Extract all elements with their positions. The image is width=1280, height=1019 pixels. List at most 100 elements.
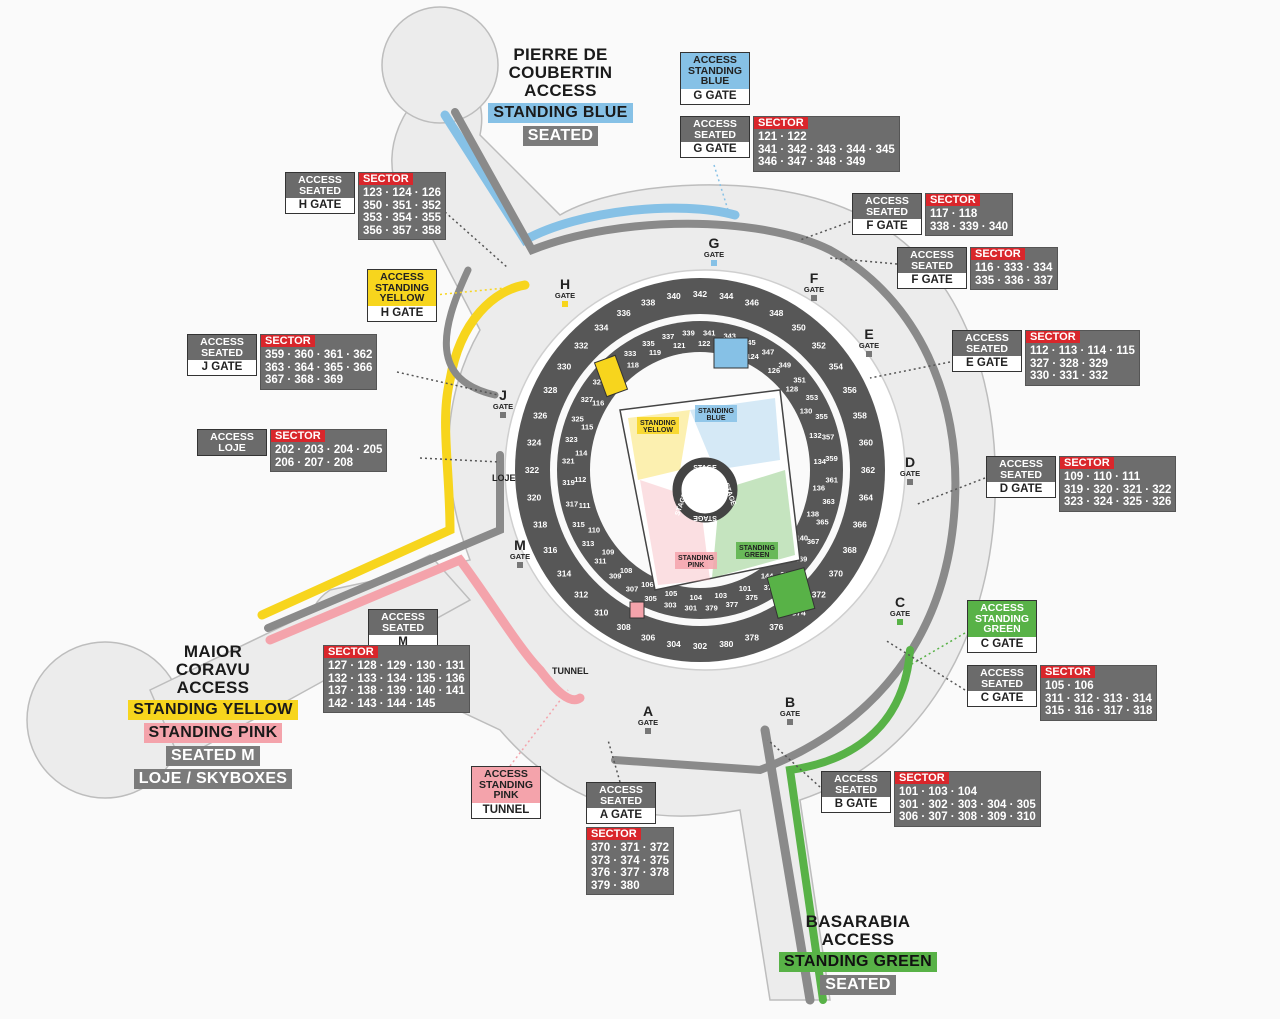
sector-375[interactable]: 375 [745, 593, 758, 602]
sector-366[interactable]: 366 [853, 519, 867, 529]
sector-325[interactable]: 325 [571, 414, 584, 423]
sector-346[interactable]: 346 [745, 298, 759, 308]
sector-101[interactable]: 101 [739, 584, 752, 593]
sector-370[interactable]: 370 [829, 569, 843, 579]
sector-361[interactable]: 361 [825, 476, 838, 485]
sector-342[interactable]: 342 [693, 289, 707, 299]
sector-119[interactable]: 119 [649, 348, 661, 357]
sector-343[interactable]: 343 [723, 332, 736, 341]
sector-363[interactable]: 363 [822, 497, 835, 506]
sector-310[interactable]: 310 [594, 607, 608, 617]
sector-309[interactable]: 309 [609, 572, 622, 581]
sector-334[interactable]: 334 [594, 323, 608, 333]
sector-335[interactable]: 335 [642, 339, 655, 348]
sector-355[interactable]: 355 [815, 412, 828, 421]
sector-323[interactable]: 323 [565, 435, 578, 444]
sector-319[interactable]: 319 [562, 478, 575, 487]
sector-112[interactable]: 112 [574, 475, 586, 484]
sector-369[interactable]: 369 [795, 555, 808, 564]
sector-365[interactable]: 365 [816, 518, 829, 527]
sector-118[interactable]: 118 [627, 361, 639, 370]
sector-136[interactable]: 136 [813, 484, 826, 493]
sector-338[interactable]: 338 [641, 298, 655, 308]
sector-311[interactable]: 311 [594, 557, 606, 566]
sector-320[interactable]: 320 [527, 493, 541, 503]
sector-318[interactable]: 318 [533, 519, 547, 529]
sector-116[interactable]: 116 [592, 399, 604, 408]
sector-109[interactable]: 109 [602, 548, 615, 557]
sector-360[interactable]: 360 [859, 438, 873, 448]
sector-322[interactable]: 322 [525, 465, 539, 475]
gate-letter-a[interactable]: A [643, 703, 653, 719]
gate-letter-d[interactable]: D [905, 454, 915, 470]
sector-345[interactable]: 345 [743, 338, 756, 347]
sector-144[interactable]: 144 [761, 571, 774, 580]
sector-140[interactable]: 140 [796, 533, 809, 542]
sector-317[interactable]: 317 [566, 499, 579, 508]
sector-364[interactable]: 364 [859, 493, 873, 503]
sector-353[interactable]: 353 [806, 393, 819, 402]
sector-356[interactable]: 356 [843, 385, 857, 395]
sector-344[interactable]: 344 [719, 291, 733, 301]
sector-362[interactable]: 362 [861, 465, 875, 475]
sector-379[interactable]: 379 [705, 604, 718, 613]
sector-105[interactable]: 105 [665, 589, 678, 598]
sector-306[interactable]: 306 [641, 632, 655, 642]
sector-330[interactable]: 330 [557, 362, 571, 372]
sector-324[interactable]: 324 [527, 438, 541, 448]
gate-letter-b[interactable]: B [785, 694, 795, 710]
sector-121[interactable]: 121 [673, 341, 686, 350]
sector-380[interactable]: 380 [719, 639, 733, 649]
sector-352[interactable]: 352 [812, 341, 826, 351]
gate-letter-g[interactable]: G [709, 235, 720, 251]
gate-letter-c[interactable]: C [895, 594, 905, 610]
sector-326[interactable]: 326 [533, 411, 547, 421]
sector-305[interactable]: 305 [644, 594, 657, 603]
sector-372[interactable]: 372 [812, 590, 826, 600]
gate-letter-m[interactable]: M [514, 537, 526, 553]
sector-111[interactable]: 111 [579, 501, 591, 510]
sector-303[interactable]: 303 [664, 601, 677, 610]
sector-332[interactable]: 332 [574, 341, 588, 351]
sector-376[interactable]: 376 [769, 622, 783, 632]
sector-122[interactable]: 122 [698, 339, 711, 348]
sector-367[interactable]: 367 [807, 537, 820, 546]
sector-339[interactable]: 339 [682, 329, 695, 338]
sector-138[interactable]: 138 [807, 509, 820, 518]
sector-313[interactable]: 313 [582, 539, 595, 548]
sector-132[interactable]: 132 [809, 431, 822, 440]
sector-340[interactable]: 340 [667, 291, 681, 301]
sector-110[interactable]: 110 [588, 526, 600, 535]
sector-337[interactable]: 337 [662, 332, 675, 341]
sector-130[interactable]: 130 [800, 406, 813, 415]
sector-128[interactable]: 128 [786, 384, 799, 393]
sector-312[interactable]: 312 [574, 590, 588, 600]
sector-377[interactable]: 377 [726, 600, 739, 609]
gate-letter-e[interactable]: E [864, 326, 873, 342]
sector-349[interactable]: 349 [779, 360, 792, 369]
sector-357[interactable]: 357 [822, 433, 835, 442]
sector-354[interactable]: 354 [829, 362, 843, 372]
sector-115[interactable]: 115 [581, 423, 593, 432]
sector-106[interactable]: 106 [641, 580, 654, 589]
sector-348[interactable]: 348 [769, 308, 783, 318]
sector-308[interactable]: 308 [617, 622, 631, 632]
sector-333[interactable]: 333 [624, 349, 637, 358]
sector-328[interactable]: 328 [543, 385, 557, 395]
sector-329[interactable]: 329 [593, 377, 606, 386]
sector-134[interactable]: 134 [813, 457, 826, 466]
sector-336[interactable]: 336 [617, 308, 631, 318]
sector-358[interactable]: 358 [853, 411, 867, 421]
sector-307[interactable]: 307 [626, 584, 639, 593]
sector-316[interactable]: 316 [543, 545, 557, 555]
sector-378[interactable]: 378 [745, 632, 759, 642]
sector-304[interactable]: 304 [667, 639, 681, 649]
sector-321[interactable]: 321 [562, 456, 575, 465]
sector-302[interactable]: 302 [693, 641, 707, 651]
sector-350[interactable]: 350 [792, 323, 806, 333]
sector-124[interactable]: 124 [746, 352, 759, 361]
sector-126[interactable]: 126 [768, 366, 781, 375]
sector-104[interactable]: 104 [690, 593, 703, 602]
sector-347[interactable]: 347 [762, 348, 775, 357]
sector-368[interactable]: 368 [843, 545, 857, 555]
